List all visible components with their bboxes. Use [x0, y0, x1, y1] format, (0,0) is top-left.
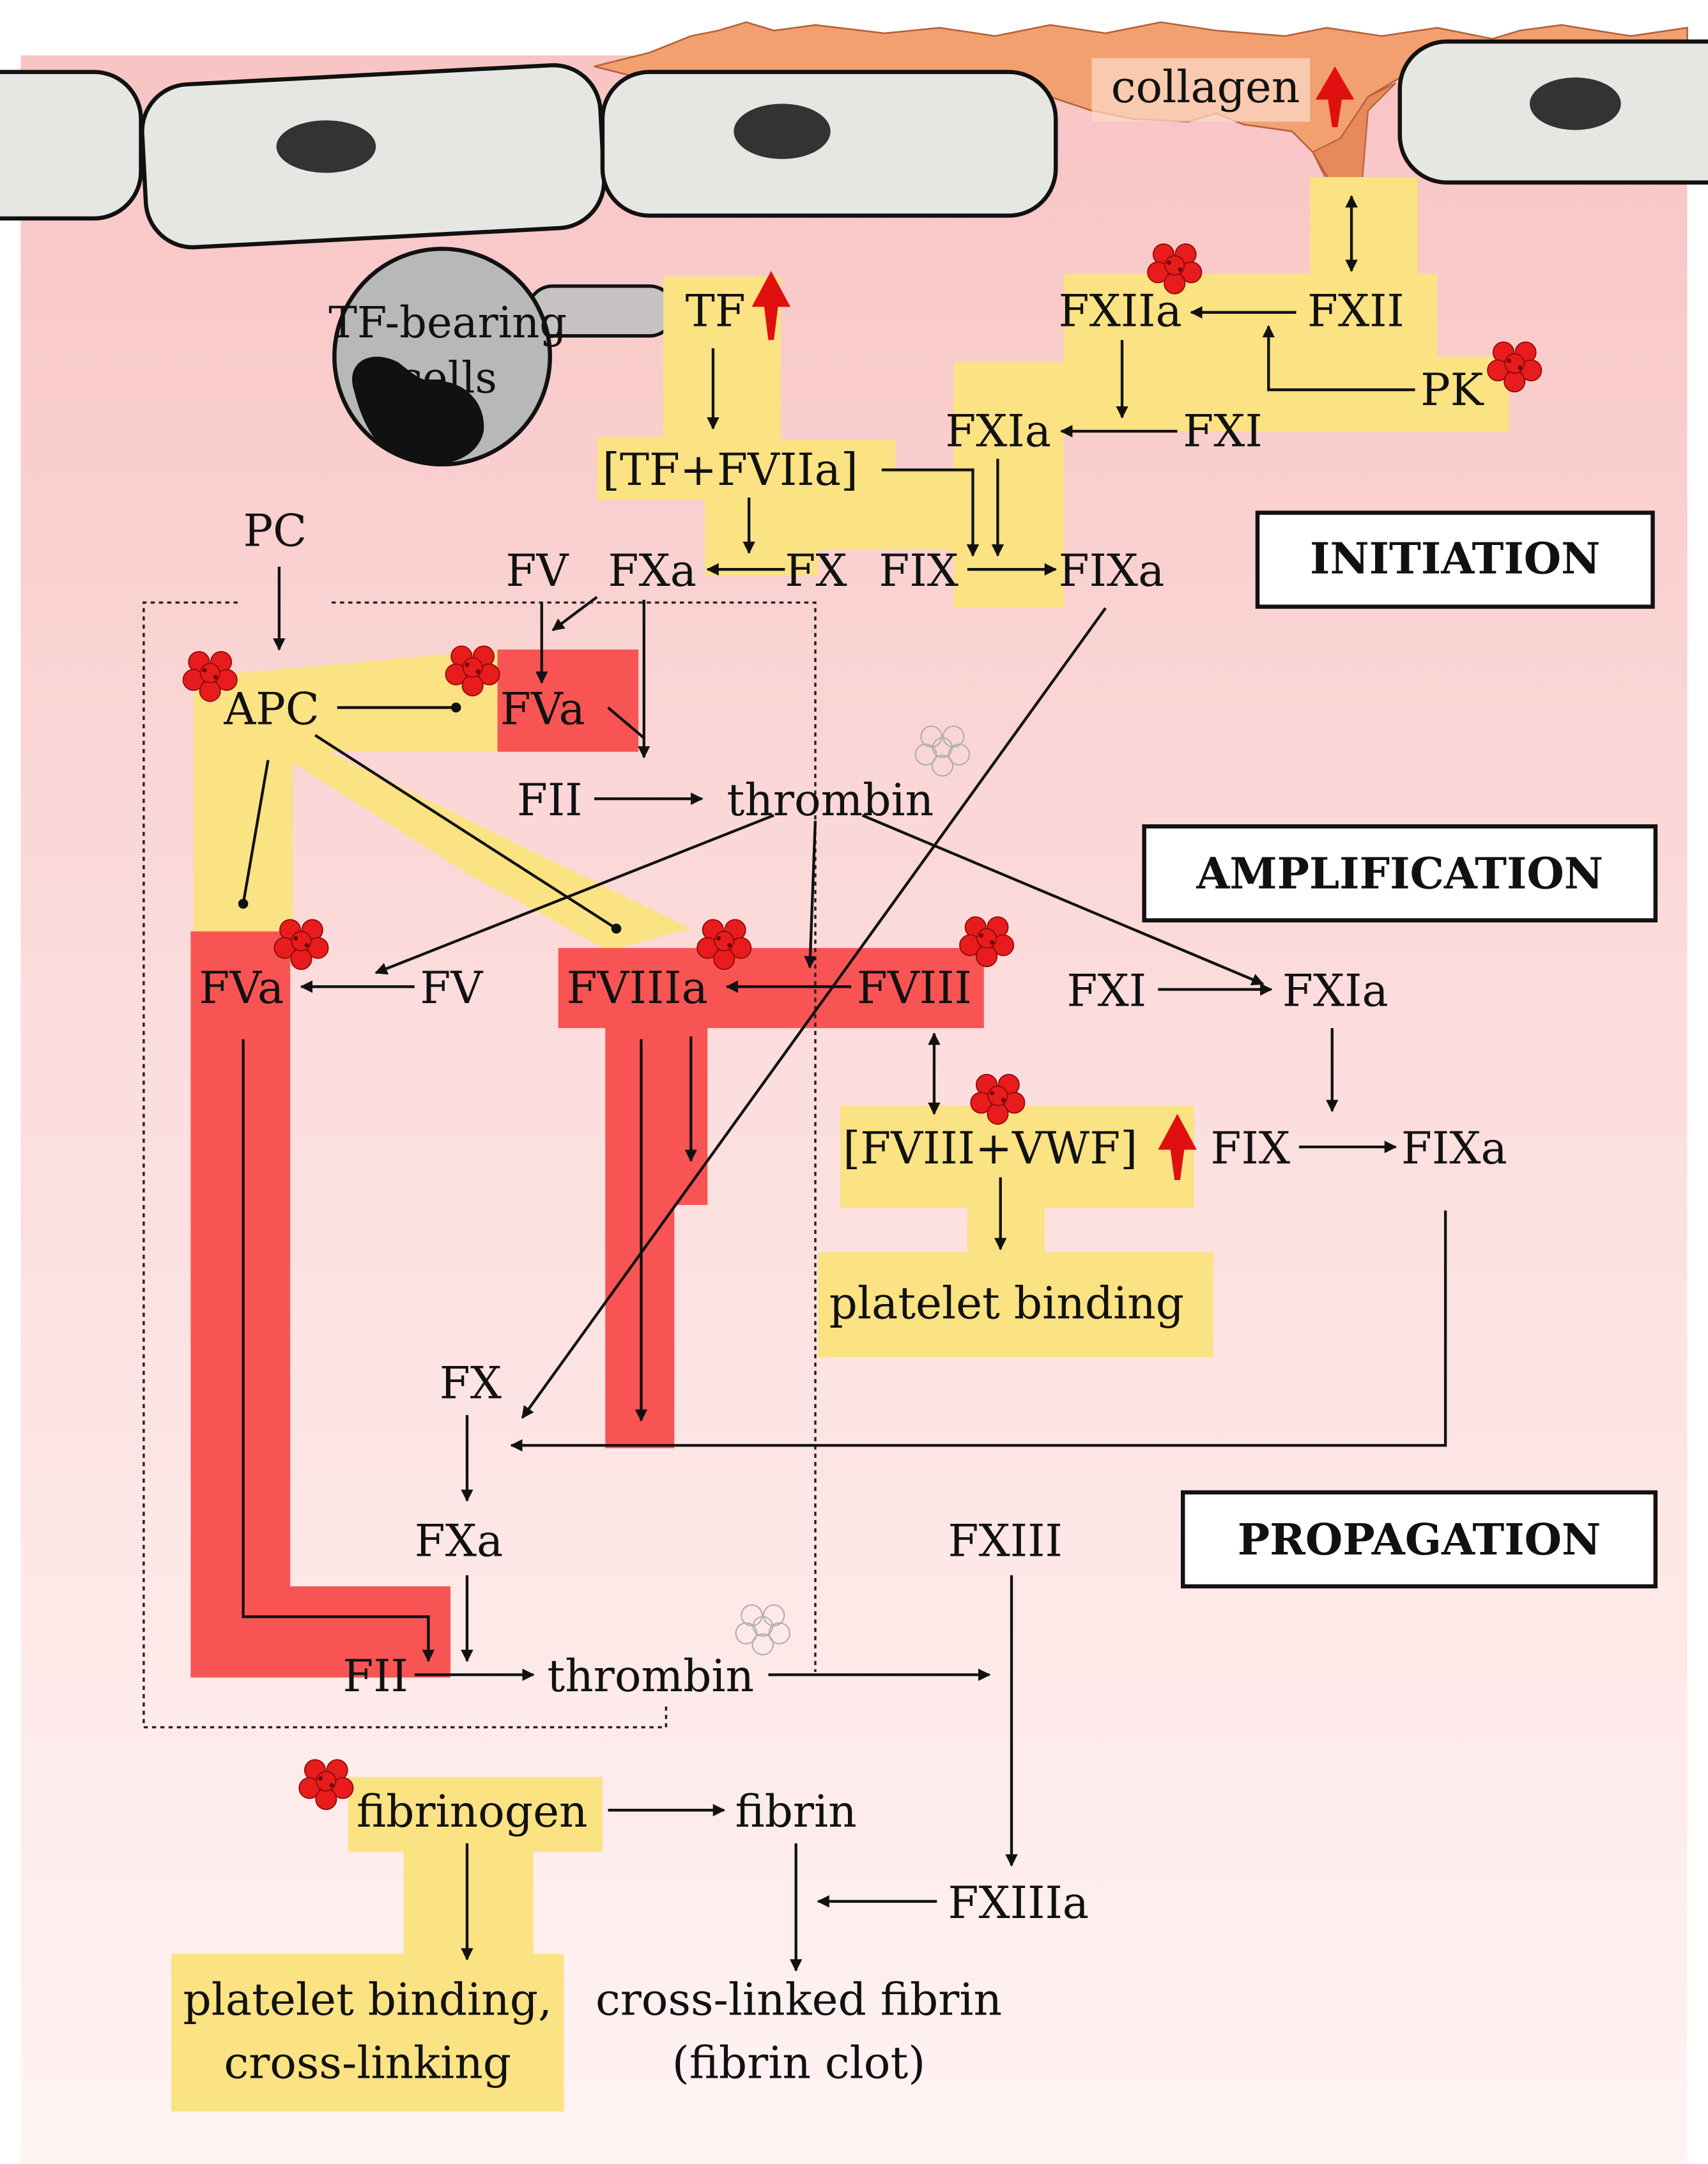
arrow-fixa-fx — [521, 607, 1107, 1419]
propagation-box — [1180, 1490, 1658, 1589]
node-fviiia: FVIIIa — [567, 963, 708, 1014]
cell-nucleus — [1530, 77, 1621, 130]
node-fviii: FVIII — [857, 963, 972, 1014]
cell-nucleus — [276, 120, 376, 173]
red-up-arrow-icon — [751, 271, 791, 341]
initiation-box — [1255, 510, 1655, 609]
arrow-pk-fxii — [1262, 325, 1415, 392]
phase-amplification: AMPLIFICATION — [1196, 848, 1603, 899]
node-fv-left: FV — [420, 963, 483, 1014]
dotted-feedback-loop — [142, 601, 817, 1729]
red-up-arrow-icon — [1158, 1114, 1197, 1181]
node-platelet-crosslink-line1: platelet binding, — [183, 1974, 552, 2025]
inhibit-apc-fva-left — [238, 760, 270, 909]
node-thrombin-prop: thrombin — [547, 1651, 754, 1702]
yellow-pathways — [171, 176, 1509, 2112]
endothelial-cell — [140, 63, 606, 250]
node-fxi-init: FXI — [1183, 406, 1263, 457]
tf-bearing-cell — [332, 247, 677, 467]
node-fii-mid: FII — [517, 775, 583, 826]
arrow-tffviia-fix — [881, 468, 980, 557]
node-fxia-init: FXIa — [945, 406, 1051, 457]
endothelial-cell — [1397, 39, 1708, 185]
node-fxiiia: FXIIIa — [948, 1878, 1089, 1929]
tf-cell-nucleus — [352, 357, 484, 464]
arrow-thrombin-fviiia — [804, 820, 817, 969]
node-pc: PC — [243, 505, 307, 556]
phase-initiation: INITIATION — [1310, 533, 1600, 584]
amplification-box — [1142, 824, 1658, 923]
node-crosslinked-fibrin-line1: cross-linked fibrin — [596, 1974, 1002, 2025]
arrow-fixa-fx-prop — [510, 1210, 1447, 1452]
node-fxia-amp: FXIa — [1282, 966, 1389, 1017]
node-fxiia: FXIIa — [1059, 286, 1182, 337]
arrow-fva-fii-prop — [242, 1039, 435, 1662]
node-platelet-binding: platelet binding — [829, 1278, 1185, 1329]
arrow-fxa-fva-top — [551, 595, 598, 632]
red-pathways — [190, 649, 984, 1678]
node-fibrin: fibrin — [735, 1786, 857, 1838]
red-up-arrow-icon — [1315, 66, 1355, 128]
node-tf: TF — [686, 286, 746, 337]
collagen-label-backdrop — [1091, 58, 1311, 122]
node-fix-top: FIX — [879, 546, 958, 597]
node-fibrinogen: fibrinogen — [357, 1786, 588, 1838]
node-fv-top: FV — [506, 546, 569, 597]
node-fixa-top: FIXa — [1059, 546, 1165, 597]
cell-nucleus — [734, 104, 831, 159]
node-fxa-top: FXa — [608, 546, 697, 597]
phase-propagation: PROPAGATION — [1238, 1514, 1601, 1565]
node-fx-top: FX — [785, 546, 847, 597]
node-crosslinked-fibrin-line2: (fibrin clot) — [672, 2038, 926, 2089]
node-fii-prop: FII — [342, 1651, 408, 1702]
node-thrombin-mid: thrombin — [727, 775, 934, 826]
node-platelet-crosslink-line2: cross-linking — [224, 2038, 511, 2089]
tf-cell-label-line1: TF-bearing — [328, 298, 567, 348]
arrow-thrombin-fxia — [861, 814, 1265, 986]
endothelial-cell — [600, 70, 1058, 218]
node-pk: PK — [1420, 365, 1484, 416]
node-fxii: FXII — [1307, 286, 1404, 337]
arrow-thrombin-fva-left — [374, 814, 774, 975]
endothelial-cell — [0, 70, 143, 221]
node-fxi-amp: FXI — [1067, 966, 1147, 1017]
arrows — [238, 195, 1447, 1972]
labels: collagen TF-bearing cells INITIATION AMP… — [183, 62, 1603, 2089]
node-fxiii: FXIII — [948, 1516, 1063, 1567]
node-tf-fviia: [TF+FVIIa] — [603, 445, 858, 496]
arrow-fva-thrombin — [607, 706, 645, 739]
node-fix-amp: FIX — [1210, 1123, 1290, 1174]
node-fva-top: FVa — [500, 684, 585, 735]
tf-cell-label-line2: cells — [398, 353, 497, 403]
node-fva-left: FVa — [199, 963, 284, 1014]
node-fviii-vwf: [FVIII+VWF] — [843, 1123, 1137, 1174]
node-apc: APC — [223, 684, 319, 735]
node-fx-prop: FX — [440, 1358, 502, 1409]
node-fxa-prop: FXa — [415, 1516, 504, 1567]
node-fixa-amp: FIXa — [1401, 1123, 1507, 1174]
collagen-label: collagen — [1111, 62, 1300, 113]
